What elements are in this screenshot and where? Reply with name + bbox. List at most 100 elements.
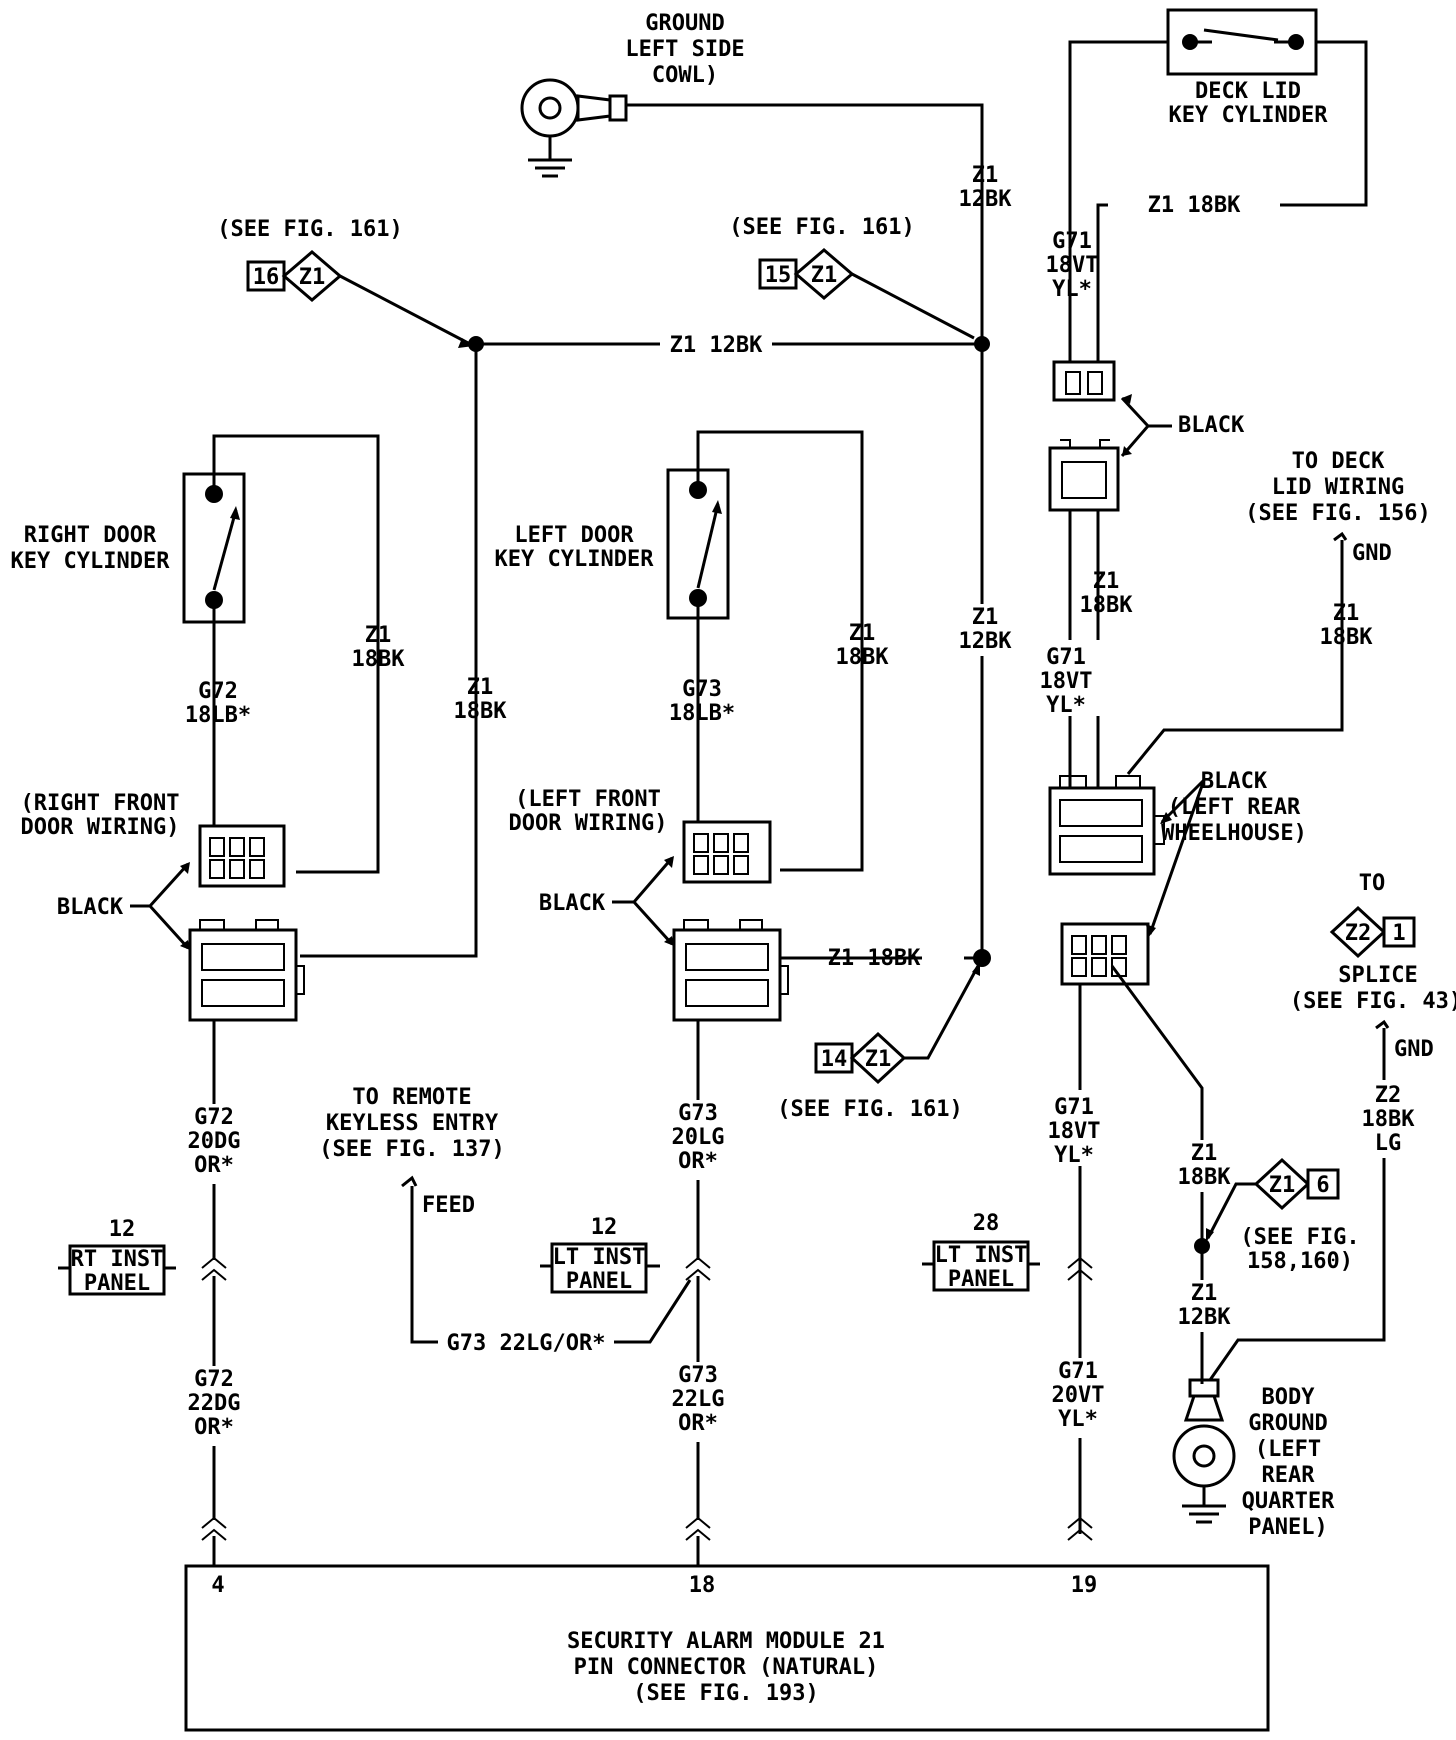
deck-lid-connector bbox=[1048, 360, 1120, 512]
rt-inst-panel-connector: 12 RT INST PANEL bbox=[58, 1217, 176, 1296]
wire-label: OR* bbox=[678, 1411, 718, 1436]
wire-label: 18VT bbox=[1040, 669, 1093, 694]
left-front-small-connector bbox=[682, 820, 772, 884]
wire-label: YL* bbox=[1054, 1143, 1094, 1168]
wire-label: G73 bbox=[682, 677, 722, 702]
see-fig-161-a: (SEE FIG. 161) bbox=[217, 217, 402, 242]
body-ground bbox=[1172, 1378, 1236, 1524]
wire-label: Z1 18BK bbox=[1148, 193, 1241, 218]
body-ground-5: QUARTER bbox=[1242, 1489, 1335, 1514]
gnd-label: GND bbox=[1352, 541, 1392, 566]
splice-num: 16 bbox=[253, 265, 280, 290]
wire-label: 22LG bbox=[672, 1387, 725, 1412]
ground-left-side-cowl: GROUND LEFT SIDE COWL) bbox=[520, 11, 745, 178]
feed-label: FEED bbox=[422, 1193, 475, 1218]
remote-keyless-3: (SEE FIG. 137) bbox=[319, 1137, 504, 1162]
lt-inst-panel-connector-2: 28 LT INST PANEL bbox=[922, 1211, 1040, 1292]
module-pin: 19 bbox=[1071, 1573, 1098, 1598]
rear-lower-connector bbox=[1060, 922, 1150, 986]
deck-lid-key-cylinder: DECK LID KEY CYLINDER bbox=[1166, 8, 1329, 128]
deck-lid-label-1: DECK LID bbox=[1195, 79, 1301, 104]
wire-label: YL* bbox=[1046, 693, 1086, 718]
module-pin: 18 bbox=[689, 1573, 716, 1598]
wire-label: 20DG bbox=[188, 1129, 241, 1154]
wire-label: 18BK bbox=[836, 645, 890, 670]
splice-code: Z1 bbox=[865, 1047, 892, 1072]
see-fig-158-2: 158,160) bbox=[1247, 1249, 1353, 1274]
body-ground-4: REAR bbox=[1262, 1463, 1316, 1488]
wire-label: 18VT bbox=[1048, 1119, 1101, 1144]
wire-label: 18BK bbox=[1320, 625, 1374, 650]
wire-z1-12bk-top bbox=[626, 103, 984, 342]
to-splice-2: SPLICE bbox=[1338, 963, 1417, 988]
module-label-3: (SEE FIG. 193) bbox=[633, 1681, 818, 1706]
see-fig-161-b: (SEE FIG. 161) bbox=[729, 215, 914, 240]
connector-label: PANEL bbox=[948, 1267, 1014, 1292]
wire-label: 22DG bbox=[188, 1391, 241, 1416]
wire-label: OR* bbox=[194, 1153, 234, 1178]
splice-num: 14 bbox=[821, 1047, 848, 1072]
left-door-key-cylinder bbox=[666, 468, 730, 620]
wire-label: 12BK bbox=[1178, 1305, 1232, 1330]
wire-label: G73 bbox=[678, 1363, 718, 1388]
left-door-label-2: KEY CYLINDER bbox=[495, 547, 655, 572]
wire-label: OR* bbox=[194, 1415, 234, 1440]
to-deck-lid-1: TO DECK bbox=[1292, 449, 1385, 474]
ground-label-1: GROUND bbox=[645, 11, 724, 36]
splice-16: 16 Z1 bbox=[246, 250, 343, 302]
see-fig-158-1: (SEE FIG. bbox=[1240, 1225, 1359, 1250]
wire-label: 18BK bbox=[454, 699, 508, 724]
wire-label: 20VT bbox=[1052, 1383, 1105, 1408]
left-door-label-1: LEFT DOOR bbox=[514, 523, 634, 548]
module-pin: 4 bbox=[211, 1573, 224, 1598]
wire-label: Z1 18BK bbox=[828, 946, 921, 971]
body-ground-6: PANEL) bbox=[1248, 1515, 1327, 1540]
wire-label: 12BK bbox=[959, 187, 1013, 212]
remote-keyless-2: KEYLESS ENTRY bbox=[326, 1111, 499, 1136]
wire-label: LG bbox=[1375, 1131, 1402, 1156]
wire-label: OR* bbox=[678, 1149, 718, 1174]
pin-label: 12 bbox=[109, 1217, 136, 1242]
wire-label: Z1 bbox=[365, 623, 392, 648]
connector-label: LT INST bbox=[553, 1245, 646, 1270]
black-rear-label-2: (LEFT REAR bbox=[1168, 795, 1301, 820]
wire-label: Z1 bbox=[467, 675, 494, 700]
wire-label: 18VT bbox=[1046, 253, 1099, 278]
connector-label: PANEL bbox=[566, 1269, 632, 1294]
wire-label: 20LG bbox=[672, 1125, 725, 1150]
wire-label: G71 bbox=[1052, 229, 1092, 254]
see-fig-161-c: (SEE FIG. 161) bbox=[777, 1097, 962, 1122]
right-front-big-connector bbox=[188, 919, 305, 1022]
right-door-label-2: KEY CYLINDER bbox=[11, 549, 171, 574]
wire-label: Z1 bbox=[1093, 569, 1120, 594]
connector-label: PANEL bbox=[84, 1271, 150, 1296]
right-front-small-connector bbox=[198, 824, 286, 888]
to-splice-1: TO bbox=[1359, 871, 1386, 896]
gnd-label-2: GND bbox=[1394, 1037, 1434, 1062]
wire-label: G72 bbox=[198, 679, 238, 704]
pin-label: 12 bbox=[591, 1215, 618, 1240]
wire-label: G71 bbox=[1054, 1095, 1094, 1120]
ground-label-3: COWL) bbox=[652, 63, 718, 88]
connector-label: RT INST bbox=[71, 1247, 164, 1272]
connector-label: LT INST bbox=[935, 1243, 1028, 1268]
pin-label: 28 bbox=[973, 1211, 1000, 1236]
wire-label: Z1 bbox=[1191, 1281, 1218, 1306]
wire-label: G72 bbox=[194, 1105, 234, 1130]
wire-label: Z1 bbox=[849, 621, 876, 646]
wire-label: Z2 bbox=[1375, 1083, 1402, 1108]
wire-label: 18BK bbox=[1178, 1165, 1232, 1190]
splice-num: 1 bbox=[1392, 921, 1405, 946]
splice-code: Z1 bbox=[299, 265, 326, 290]
to-splice-3: (SEE FIG. 43) bbox=[1290, 989, 1456, 1014]
wire-label: G73 22LG/OR* bbox=[447, 1331, 606, 1356]
splice-code: Z2 bbox=[1345, 921, 1372, 946]
wire-label: Z1 12BK bbox=[670, 333, 763, 358]
deck-lid-label-2: KEY CYLINDER bbox=[1169, 103, 1329, 128]
left-front-wiring-label-2: DOOR WIRING) bbox=[509, 811, 668, 836]
wire-label: G71 bbox=[1046, 645, 1086, 670]
ground-label-2: LEFT SIDE bbox=[625, 37, 744, 62]
wire-label: G72 bbox=[194, 1367, 234, 1392]
splice-code: Z1 bbox=[811, 263, 838, 288]
